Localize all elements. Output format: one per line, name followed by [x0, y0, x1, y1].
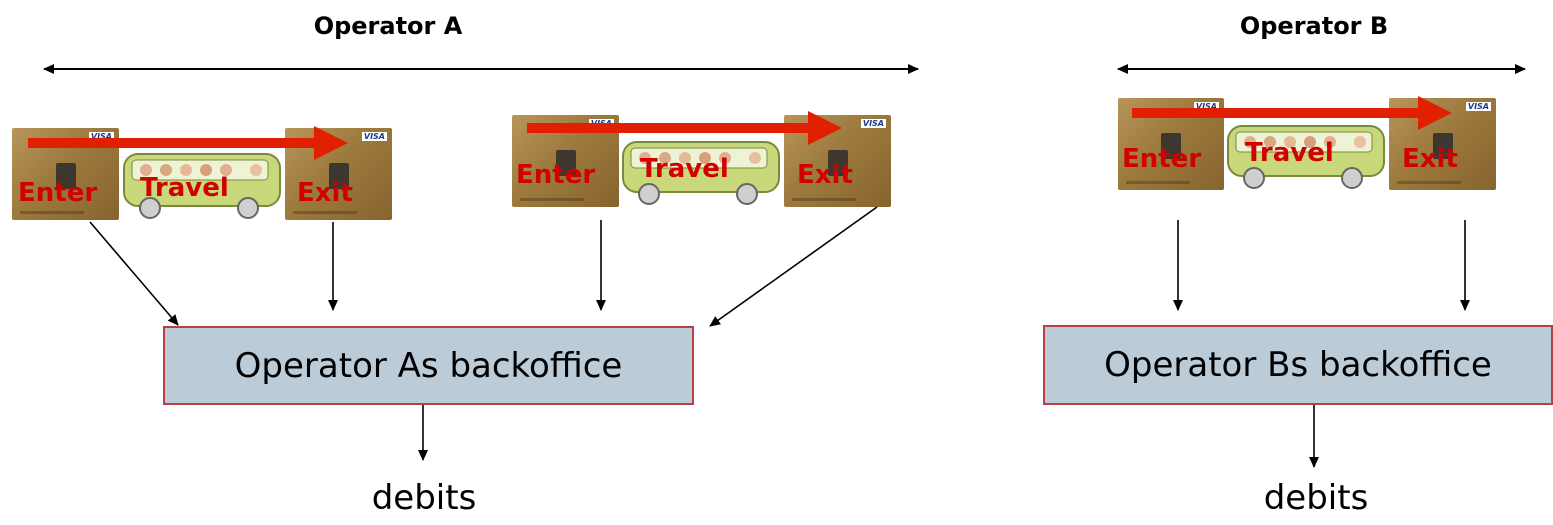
exit-label: Exit	[1402, 144, 1458, 174]
connector-arrow	[89, 221, 179, 326]
operator-b-backoffice: Operator Bs backoffice	[1043, 325, 1553, 405]
operator-a-title: Operator A	[313, 12, 463, 40]
operator-b-debits: debits	[1263, 478, 1369, 518]
exit-label: Exit	[797, 160, 853, 190]
operator-b-title: Operator B	[1239, 12, 1389, 40]
enter-label: Enter	[516, 160, 596, 190]
enter-label: Enter	[1122, 144, 1202, 174]
connector-arrow	[709, 206, 878, 327]
travel-label: Travel	[140, 173, 229, 203]
operator-a-debits: debits	[371, 478, 477, 518]
exit-label: Exit	[297, 178, 353, 208]
bus-icon	[123, 153, 281, 219]
bus-icon	[622, 141, 780, 205]
travel-label: Travel	[640, 154, 729, 184]
enter-label: Enter	[18, 178, 98, 208]
operator-a-backoffice: Operator As backoffice	[163, 326, 694, 405]
travel-label: Travel	[1245, 138, 1334, 168]
bus-icon	[1227, 125, 1385, 189]
